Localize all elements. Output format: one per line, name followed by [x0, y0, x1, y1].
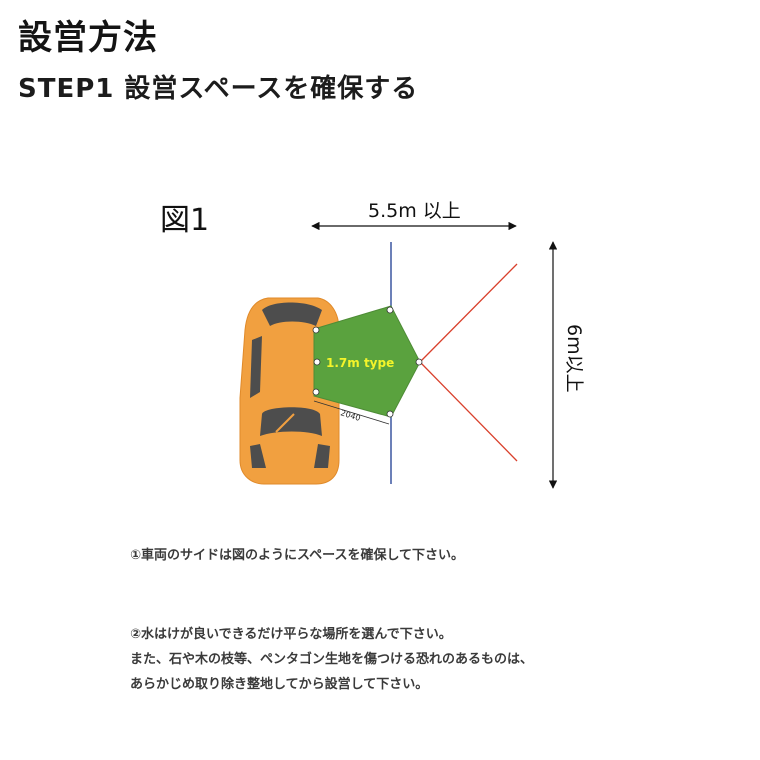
- width-dimension-label: 5.5m 以上: [368, 200, 461, 222]
- car-side-window-left: [250, 336, 262, 398]
- anchor-point: [312, 326, 320, 334]
- note-vehicle-clearance: ①車両のサイドは図のようにスペースを確保して下さい。: [130, 543, 464, 568]
- guy-line-upper: [419, 263, 518, 363]
- figure-label: 図1: [160, 203, 209, 238]
- note-2-line-2: また、石や木の枝等、ペンタゴン生地を傷つける恐れのあるものは、: [130, 652, 534, 667]
- offset-dimension-label: 2040: [339, 408, 361, 423]
- anchor-point: [386, 410, 394, 418]
- anchor-point: [386, 306, 394, 314]
- car-windshield-top: [262, 302, 322, 326]
- note-ground-preparation: ②水はけが良いできるだけ平らな場所を選んで下さい。 また、石や木の枝等、ペンタゴ…: [130, 622, 533, 697]
- note-1-text: ①車両のサイドは図のようにスペースを確保して下さい。: [130, 548, 465, 563]
- car-windshield-bottom: [260, 407, 322, 436]
- car-windshield-wiper: [275, 413, 295, 433]
- note-2-line-1: ②水はけが良いできるだけ平らな場所を選んで下さい。: [130, 627, 452, 642]
- page-title: 設営方法: [18, 18, 158, 58]
- step-heading: STEP1 設営スペースを確保する: [18, 74, 419, 104]
- tent-type-label: 1.7m type: [326, 356, 394, 370]
- anchor-point: [313, 358, 321, 366]
- tent-anchor-points: [312, 306, 423, 418]
- anchor-point: [415, 358, 423, 366]
- anchor-point: [312, 388, 320, 396]
- height-dimension-label: 6m以上: [563, 324, 585, 393]
- guy-line-lower: [419, 361, 518, 462]
- car-rear-window-left: [250, 444, 266, 468]
- car-rear-window-right: [314, 444, 330, 468]
- offset-dimension-line: [313, 400, 390, 425]
- note-2-line-3: あらかじめ取り除き整地してから設営して下さい。: [130, 677, 429, 692]
- pentagon-tent: [313, 305, 421, 418]
